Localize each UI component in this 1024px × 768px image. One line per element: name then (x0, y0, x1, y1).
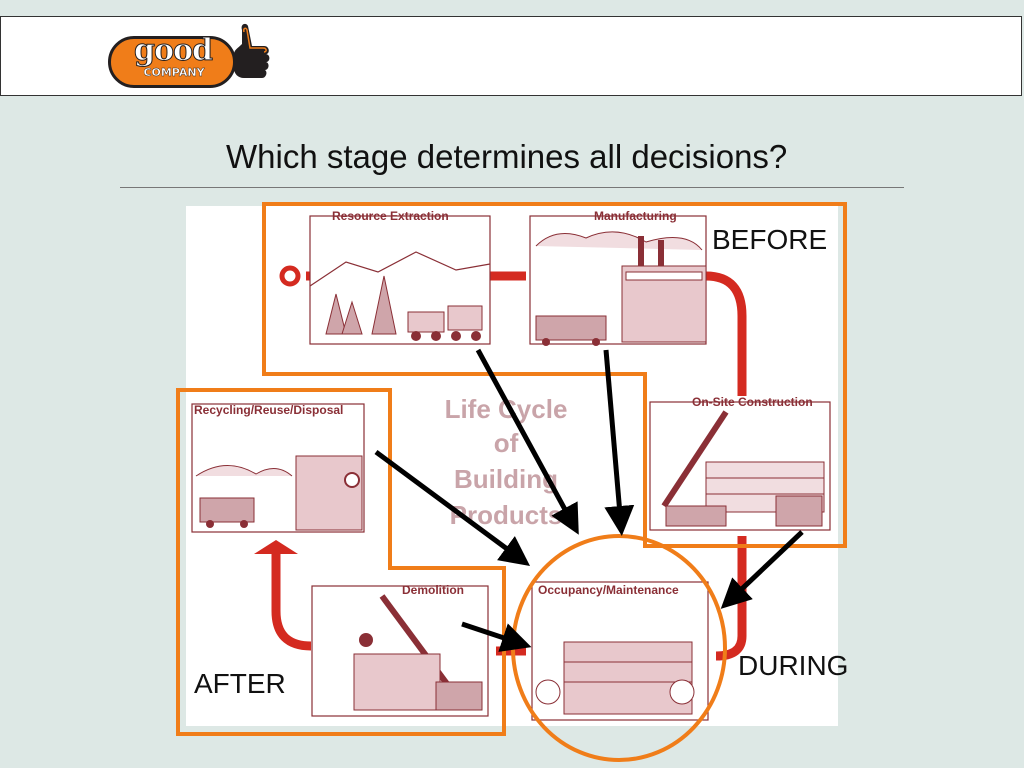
after-highlight-outline (176, 388, 506, 736)
before-highlight-outline (262, 202, 847, 548)
logo-sub: COMPANY (143, 66, 205, 79)
arrow-from-recycling (374, 449, 531, 566)
stage-label-resource-extraction: Resource Extraction (332, 209, 449, 223)
arrow-from-construction (720, 530, 804, 609)
occupancy-panel (531, 581, 709, 721)
during-label: DURING (738, 650, 849, 681)
good-company-logo: good COMPANY (108, 22, 278, 92)
stage-label-recycling: Recycling/Reuse/Disposal (194, 403, 343, 417)
svg-text:Products: Products (450, 500, 563, 530)
stage-label-occupancy: Occupancy/Maintenance (538, 583, 679, 597)
stage-label-manufacturing: Manufacturing (594, 209, 677, 223)
title-divider (120, 187, 904, 188)
cycle-start-icon (279, 265, 301, 287)
arrow-from-manufacturing (603, 349, 635, 536)
on-site-construction-panel (649, 401, 831, 531)
svg-text:of: of (494, 428, 519, 458)
arrow-from-demolition (461, 621, 532, 652)
resource-extraction-panel (309, 215, 491, 345)
logo-pill (108, 36, 236, 88)
cycle-arrowhead (254, 540, 298, 554)
demolition-panel (311, 585, 489, 717)
recycling-panel (191, 403, 365, 533)
manufacturing-panel (529, 215, 707, 346)
thumbs-up-icon (234, 23, 270, 78)
logo-word: good (134, 33, 214, 68)
stage-label-demolition: Demolition (402, 583, 464, 597)
arrow-from-resource-extraction (475, 348, 579, 535)
during-highlight-circle (511, 534, 727, 762)
decision-arrows (374, 348, 804, 652)
before-label: BEFORE (712, 224, 828, 255)
page-title: Which stage determines all decisions? (226, 138, 788, 175)
stage-label-on-site-construction: On-Site Construction (692, 395, 813, 409)
after-label: AFTER (194, 668, 286, 699)
